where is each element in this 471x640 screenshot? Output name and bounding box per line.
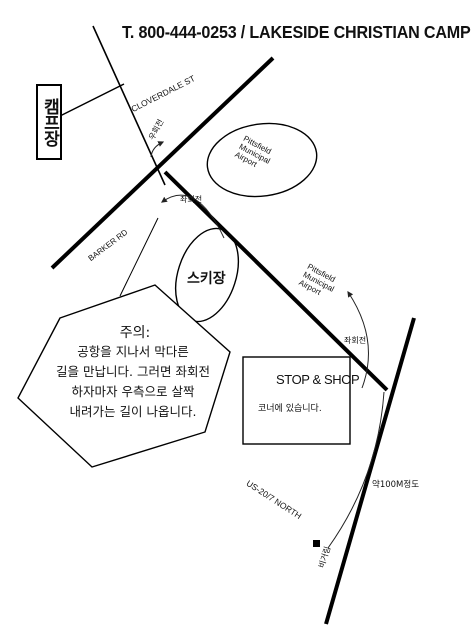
- note-connector: [119, 217, 159, 297]
- route-road: [163, 170, 389, 392]
- note-body: 공항을 지나서 막다른 길을 만납니다. 그러면 좌회전 하자마자 우측으로 살…: [48, 342, 218, 422]
- camp-label: 캠프장: [36, 84, 62, 160]
- camp-connector: [57, 83, 125, 118]
- note-line: 공항을 지나서 막다른: [77, 344, 189, 359]
- left-turn-arrow-route: [347, 291, 369, 389]
- store-name: STOP & SHOP: [276, 372, 360, 387]
- note-line: 하자마자 우측으로 살짝: [71, 384, 195, 399]
- note-hexagon: [17, 284, 231, 468]
- left-turn-label-route: 좌회전: [344, 336, 367, 345]
- ski-area-label: 스키장: [187, 271, 226, 287]
- store-box: [242, 356, 351, 445]
- airport-area: [206, 122, 318, 198]
- note-line: 내려가는 길이 나옵니다.: [69, 404, 197, 419]
- right-turn-arrow: [150, 141, 165, 158]
- store-note: 코너에 있습니다.: [258, 404, 322, 414]
- route-to-airfield: [327, 391, 385, 549]
- note-line: 길을 만납니다. 그러면 좌회전: [56, 364, 210, 379]
- main-road: [50, 56, 275, 270]
- cloverdale-st-road: [92, 25, 166, 186]
- note-title: 주의:: [119, 325, 151, 341]
- left-turn-label-barker: 좌회전: [180, 195, 203, 204]
- left-turn-arrow-barker: [161, 194, 225, 239]
- page-title: T. 800-444-0253 / LAKESIDE CHRISTIAN CAM…: [122, 22, 471, 42]
- distance-label: 약100M정도: [372, 480, 420, 490]
- airfield-marker: [313, 540, 320, 547]
- us20-road: [324, 317, 416, 625]
